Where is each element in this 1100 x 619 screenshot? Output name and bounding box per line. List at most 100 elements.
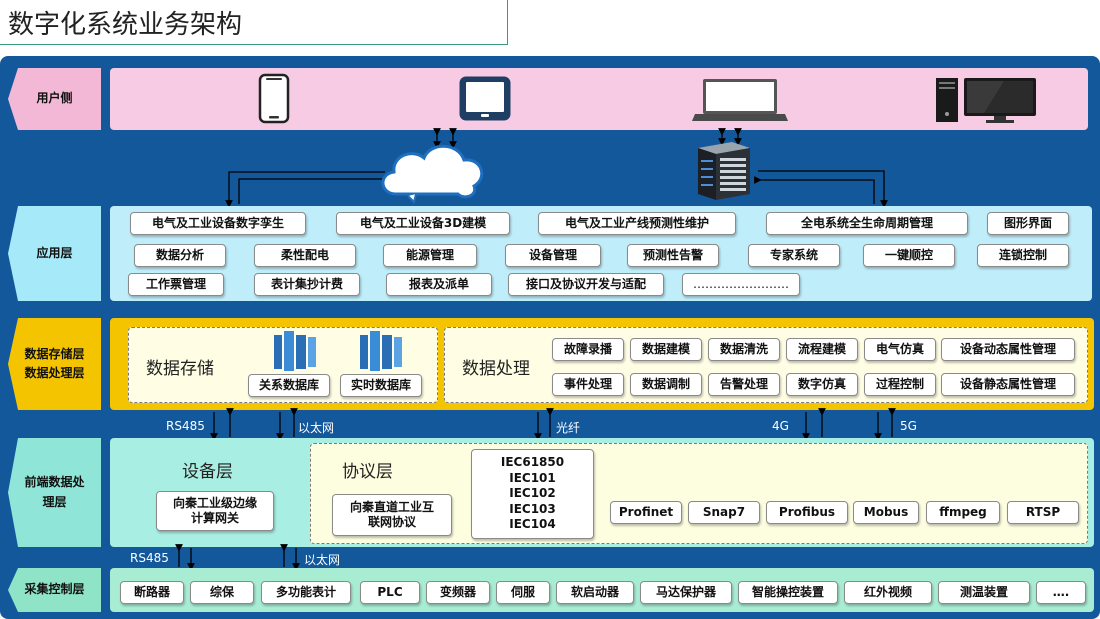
app-item-graphic-ui[interactable]: 图形界面 — [987, 212, 1069, 235]
proc-item-dynamic-attr[interactable]: 设备动态属性管理 — [941, 338, 1075, 361]
proc-item-data-modeling[interactable]: 数据建模 — [630, 338, 702, 361]
link-label-5g: 5G — [900, 419, 917, 433]
app-item-interlock-control[interactable]: 连锁控制 — [977, 244, 1069, 267]
collect-item-servo[interactable]: 伺服 — [496, 581, 550, 604]
collect-item-protection[interactable]: 综保 — [190, 581, 254, 604]
layer-front-line-2: 理层 — [42, 494, 67, 509]
app-item-one-key-sequence[interactable]: 一键顺控 — [863, 244, 955, 267]
app-item-lifecycle-management[interactable]: 全电系统全生命周期管理 — [766, 212, 968, 235]
protocol-layer-title: 协议层 — [342, 462, 393, 482]
app-item-flexible-distribution[interactable]: 柔性配电 — [254, 244, 356, 267]
proc-item-digital-sim[interactable]: 数字仿真 — [786, 373, 858, 396]
link-label-rs485-bottom: RS485 — [130, 551, 169, 565]
layer-front-text: 前端数据处 理层 — [24, 473, 84, 511]
proc-item-static-attr[interactable]: 设备静态属性管理 — [941, 373, 1075, 396]
protocol-mobus[interactable]: Mobus — [853, 501, 919, 524]
protocol-rtsp[interactable]: RTSP — [1007, 501, 1079, 524]
collect-item-smart-control[interactable]: 智能操控装置 — [738, 581, 838, 604]
app-item-meter-billing[interactable]: 表计集抄计费 — [254, 273, 360, 296]
smartphone-icon — [258, 73, 290, 124]
link-label-fiber: 光纤 — [556, 421, 581, 435]
app-item-device-management[interactable]: 设备管理 — [505, 244, 601, 267]
collect-item-temperature[interactable]: 测温装置 — [938, 581, 1030, 604]
iec-item: IEC103 — [509, 501, 556, 516]
collect-item-multifunction-meter[interactable]: 多功能表计 — [261, 581, 351, 604]
layer-label-collect: 采集控制层 — [8, 568, 101, 612]
layer-data-text: 数据存储层 数据处理层 — [24, 345, 84, 383]
app-item-predictive-alarm[interactable]: 预测性告警 — [627, 244, 719, 267]
iec-item: IEC102 — [509, 486, 556, 501]
iec-item: IEC101 — [509, 470, 556, 485]
layer-label-user: 用户侧 — [8, 68, 101, 130]
app-item-3d-modeling[interactable]: 电气及工业设备3D建模 — [336, 212, 510, 235]
cloud-icon — [381, 144, 484, 204]
proc-item-data-modulation[interactable]: 数据调制 — [630, 373, 702, 396]
iec-item: IEC61850 — [500, 455, 565, 470]
link-label-4g: 4G — [772, 419, 789, 433]
collect-item-soft-starter[interactable]: 软启动器 — [556, 581, 634, 604]
edge-gateway-line-1: 向秦工业级边缘 — [172, 496, 257, 510]
protocol-profinet[interactable]: Profinet — [610, 501, 682, 524]
link-label-ethernet-bottom: 以太网 — [304, 553, 341, 567]
relational-database[interactable]: 关系数据库 — [248, 374, 330, 397]
device-layer-title: 设备层 — [182, 462, 233, 482]
app-item-work-ticket[interactable]: 工作票管理 — [128, 273, 224, 296]
link-label-ethernet-top: 以太网 — [298, 421, 335, 435]
layer-app-text: 应用层 — [36, 245, 73, 260]
iec-item: IEC104 — [509, 517, 556, 532]
protocol-line-2: 联网协议 — [367, 515, 416, 529]
app-item-energy-management[interactable]: 能源管理 — [383, 244, 477, 267]
proc-item-data-cleaning[interactable]: 数据清洗 — [708, 338, 780, 361]
laptop-icon — [692, 79, 788, 121]
collect-item-plc[interactable]: PLC — [360, 581, 420, 604]
page-title: 数字化系统业务架构 — [8, 10, 243, 40]
iec-protocol-list[interactable]: IEC61850 IEC101 IEC102 IEC103 IEC104 — [471, 449, 594, 539]
proc-item-process-control[interactable]: 过程控制 — [864, 373, 936, 396]
layer-user-text: 用户侧 — [36, 91, 73, 106]
collect-item-breaker[interactable]: 断路器 — [120, 581, 184, 604]
protocol-line-1: 向秦直道工业互 — [349, 500, 434, 514]
collect-item-motor-protector[interactable]: 马达保护器 — [640, 581, 732, 604]
layer-data-line-2: 数据处理层 — [24, 366, 85, 380]
app-item-digital-twin[interactable]: 电气及工业设备数字孪生 — [130, 212, 306, 235]
edge-gateway-line-2: 计算网关 — [190, 511, 239, 525]
industrial-internet-protocol[interactable]: 向秦直道工业互 联网协议 — [332, 494, 452, 536]
proc-item-event-handling[interactable]: 事件处理 — [552, 373, 624, 396]
proc-item-process-modeling[interactable]: 流程建模 — [786, 338, 858, 361]
layer-data-line-1: 数据存储层 — [24, 346, 85, 361]
layer-front-line-1: 前端数据处 — [24, 475, 85, 490]
edge-gateway[interactable]: 向秦工业级边缘 计算网关 — [156, 491, 274, 531]
server-icon — [698, 142, 750, 200]
database-icon — [274, 331, 316, 371]
tablet-icon — [459, 76, 511, 121]
collect-item-inverter[interactable]: 变频器 — [426, 581, 490, 604]
title-box — [0, 0, 508, 45]
data-processing-title: 数据处理 — [462, 359, 530, 379]
proc-item-fault-record[interactable]: 故障录播 — [552, 338, 624, 361]
protocol-profibus[interactable]: Profibus — [766, 501, 848, 524]
data-storage-title: 数据存储 — [146, 359, 214, 379]
layer-label-front: 前端数据处 理层 — [8, 438, 101, 547]
link-label-rs485-top: RS485 — [166, 419, 205, 433]
app-item-data-analysis[interactable]: 数据分析 — [134, 244, 226, 267]
layer-collect-text: 采集控制层 — [24, 582, 85, 597]
collect-item-infrared-video[interactable]: 红外视频 — [844, 581, 932, 604]
realtime-database[interactable]: 实时数据库 — [340, 374, 422, 397]
proc-item-electrical-sim[interactable]: 电气仿真 — [864, 338, 936, 361]
database-icon-realtime — [360, 331, 402, 371]
desktop-computer-icon — [936, 78, 1036, 123]
app-item-expert-system[interactable]: 专家系统 — [748, 244, 840, 267]
layer-label-app: 应用层 — [8, 206, 101, 301]
app-item-predictive-maintenance[interactable]: 电气及工业产线预测性维护 — [538, 212, 736, 235]
app-item-interface-protocol[interactable]: 接口及协议开发与适配 — [508, 273, 664, 296]
proc-item-alarm-handling[interactable]: 告警处理 — [708, 373, 780, 396]
protocol-ffmpeg[interactable]: ffmpeg — [926, 501, 1000, 524]
app-item-more[interactable]: …………………… — [682, 273, 800, 296]
app-item-report-dispatch[interactable]: 报表及派单 — [386, 273, 492, 296]
protocol-snap7[interactable]: Snap7 — [688, 501, 760, 524]
layer-label-data: 数据存储层 数据处理层 — [8, 318, 101, 410]
collect-item-more[interactable]: …. — [1036, 581, 1086, 604]
